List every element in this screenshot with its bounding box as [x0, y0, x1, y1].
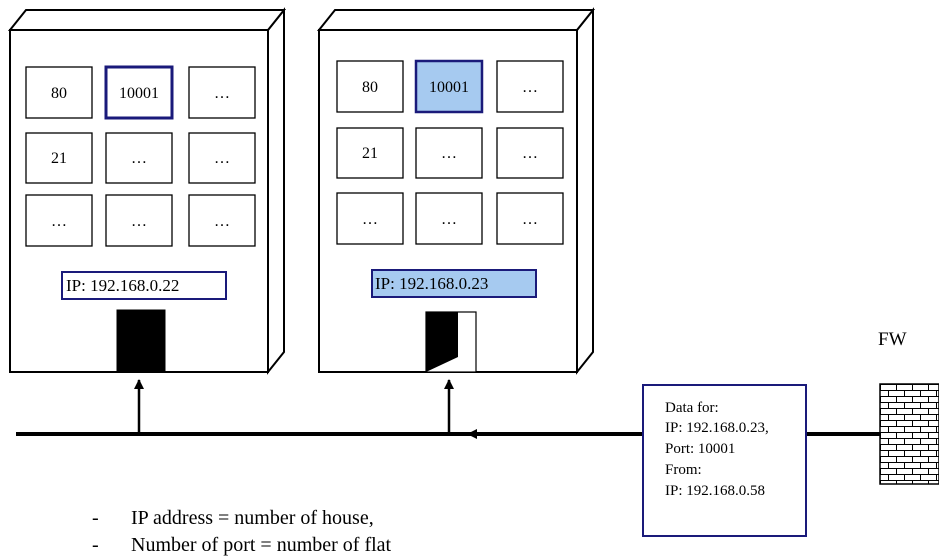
- door-closed: [116, 309, 166, 373]
- flat-port-label: …: [441, 145, 457, 162]
- flat-port-label: 21: [51, 150, 67, 167]
- flat-box: [496, 192, 564, 245]
- flat-port-label: …: [362, 211, 378, 228]
- flat-port-label: …: [522, 145, 538, 162]
- building-1: 80 10001 … 21 … … … … … IP: 192.168.0.22: [7, 7, 287, 375]
- flat-port-label: …: [214, 213, 230, 230]
- flat-port-label: …: [214, 150, 230, 167]
- flat-box: [336, 127, 404, 179]
- flat-box: [25, 132, 93, 184]
- firewall-label: FW: [878, 329, 907, 350]
- flat-box: [336, 60, 404, 113]
- flat-box: [496, 127, 564, 179]
- flat-box: [188, 132, 256, 184]
- flat-box: [105, 194, 173, 247]
- packet-line: IP: 192.168.0.23,: [665, 420, 769, 436]
- flat-port-label: …: [51, 213, 67, 230]
- flat-port-label: 80: [51, 85, 67, 102]
- ip-label-text: IP: 192.168.0.23: [375, 274, 488, 293]
- building-1-side: [267, 7, 285, 375]
- bullet-text: Number of port = number of flat: [131, 534, 392, 556]
- packet-box: [642, 384, 807, 537]
- flat-port-label: …: [131, 150, 147, 167]
- flat-box: [415, 127, 483, 179]
- packet-line: From:: [665, 462, 702, 478]
- flat-box: [188, 194, 256, 247]
- flat-port-label: 10001: [119, 85, 159, 102]
- flat-port-label: …: [441, 211, 457, 228]
- building-2: 80 10001 … 21 … … … … … IP: 192.168.0.23: [316, 7, 596, 375]
- packet-line: IP: 192.168.0.58: [665, 483, 765, 499]
- flat-box: [25, 66, 93, 119]
- flat-box: [496, 60, 564, 113]
- bullet-dash: -: [92, 534, 99, 556]
- flat-port-label: …: [522, 211, 538, 228]
- ip-label-text: IP: 192.168.0.22: [66, 276, 179, 295]
- flat-port-label: …: [214, 85, 230, 102]
- flat-port-label: 10001: [429, 79, 469, 96]
- building-1-roof: [7, 9, 287, 31]
- flat-box: [25, 194, 93, 247]
- building-2-side: [576, 7, 594, 375]
- flat-box: [415, 192, 483, 245]
- flat-box-highlighted: [414, 59, 484, 114]
- door-open: [426, 312, 458, 372]
- ip-label-box-highlighted: [371, 269, 537, 298]
- firewall-icon: [879, 383, 939, 485]
- packet-line: Data for:: [665, 400, 719, 416]
- flat-box: [105, 132, 173, 184]
- flat-box: [188, 66, 256, 119]
- ip-label-box: [61, 271, 227, 300]
- flat-box-highlighted: [104, 65, 174, 120]
- building-2-roof: [316, 9, 596, 31]
- bullet-dash: -: [92, 507, 99, 529]
- flat-port-label: 21: [362, 145, 378, 162]
- flat-port-label: …: [522, 79, 538, 96]
- bullet-text: IP address = number of house,: [131, 507, 374, 529]
- packet-line: Port: 10001: [665, 441, 735, 457]
- flat-box: [336, 192, 404, 245]
- flat-port-label: …: [131, 213, 147, 230]
- flat-port-label: 80: [362, 79, 378, 96]
